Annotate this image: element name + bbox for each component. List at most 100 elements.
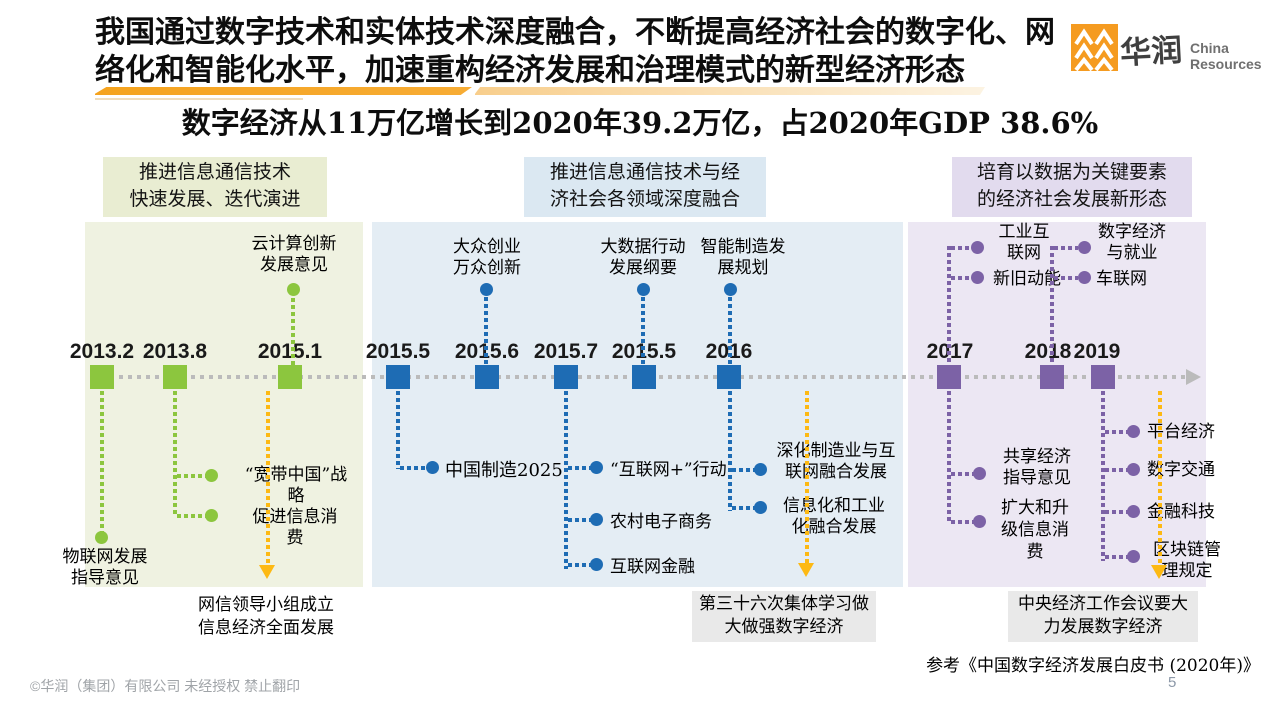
connector-line — [568, 518, 592, 522]
connector-line — [1101, 391, 1105, 561]
callout-expand-info-consumption: 扩大和升 级信息消 费 — [1001, 498, 1069, 562]
connector-line — [951, 472, 975, 476]
node-dot-icon — [973, 515, 986, 528]
node-dot-icon — [1078, 241, 1091, 254]
callout-mass-entrepreneurship: 大众创业 万众创新 — [453, 237, 521, 278]
logo-en-line1: China — [1190, 40, 1229, 56]
logo-en-line2: Resources — [1190, 56, 1262, 72]
node-dot-icon — [754, 501, 767, 514]
timeline-node-2015-6 — [475, 365, 499, 389]
connector-line-orange — [805, 391, 809, 563]
connector-line — [951, 520, 975, 524]
callout-made-in-china-2025: 中国制造2025 — [445, 460, 563, 481]
connector-line — [484, 297, 488, 365]
connector-line — [396, 391, 400, 469]
node-dot-icon — [724, 283, 737, 296]
section-header-ict-development: 推进信息通信技术 快速发展、迭代演进 — [103, 157, 327, 217]
connector-line-orange — [1158, 391, 1162, 563]
date-2018: 2018 — [1024, 340, 1072, 363]
callout-digital-transport: 数字交通 — [1147, 460, 1215, 480]
timeline-node-2015-5b — [632, 365, 656, 389]
node-dot-icon — [754, 463, 767, 476]
connector-line — [947, 246, 951, 365]
connector-line — [1054, 276, 1078, 280]
panel-green — [85, 222, 363, 587]
node-dot-icon — [971, 241, 984, 254]
connector-line — [728, 391, 732, 511]
connector-line — [564, 391, 568, 569]
callout-platform-economy: 平台经济 — [1147, 422, 1215, 442]
node-dot-icon — [1127, 550, 1140, 563]
connector-line — [951, 246, 973, 250]
note-cyberspace-group: 网信领导小组成立 信息经济全面发展 — [198, 595, 334, 638]
copyright-text: ©华润（集团）有限公司 未经授权 禁止翻印 — [30, 678, 301, 694]
arrow-down-icon — [798, 563, 814, 577]
timeline-node-2013-8 — [163, 365, 187, 389]
callout-smart-manufacturing: 智能制造发 展规划 — [700, 237, 786, 278]
node-dot-icon — [1127, 425, 1140, 438]
note-central-economic-conference: 中央经济工作会议要大 力发展数字经济 — [1008, 591, 1198, 642]
callout-cloud-computing: 云计算创新 发展意见 — [251, 234, 337, 275]
callout-rural-ecommerce: 农村电子商务 — [610, 512, 712, 532]
connector-line — [1105, 510, 1129, 514]
connector-line — [947, 391, 951, 524]
node-dot-icon — [971, 271, 984, 284]
connector-line — [1054, 246, 1078, 250]
panel-blue — [372, 222, 903, 587]
node-dot-icon — [1127, 463, 1140, 476]
timeline-arrow-right-icon — [1186, 369, 1201, 385]
timeline-node-2018 — [1040, 365, 1064, 389]
callout-blockchain-regulation: 区块链管 理规定 — [1153, 540, 1221, 581]
connector-line — [291, 298, 295, 365]
title-underline-accent — [95, 87, 472, 95]
callout-broadband-china: “宽带中国”战 略 — [244, 465, 348, 506]
connector-line — [1105, 430, 1129, 434]
callout-industrial-internet: 工业互 联网 — [998, 222, 1050, 263]
connector-line — [951, 276, 973, 280]
node-dot-icon — [590, 461, 603, 474]
reference-text: 参考《中国数字经济发展白皮书 (2020年)》 — [926, 656, 1260, 676]
node-dot-icon — [590, 513, 603, 526]
date-2013-8: 2013.8 — [142, 340, 208, 363]
node-dot-icon — [480, 283, 493, 296]
timeline-node-2019 — [1091, 365, 1115, 389]
callout-internet-plus: “互联网+”行动 — [610, 460, 727, 480]
connector-line — [568, 563, 592, 567]
connector-line — [177, 474, 207, 478]
timeline-node-2015-7 — [554, 365, 578, 389]
node-dot-icon — [205, 469, 218, 482]
logo-zh-text: 华润 — [1119, 32, 1184, 72]
date-2013-2: 2013.2 — [69, 340, 135, 363]
timeline-node-2013-2 — [90, 365, 114, 389]
arrow-down-icon — [1151, 565, 1167, 579]
panel-purple — [908, 222, 1206, 587]
date-2015-7: 2015.7 — [533, 340, 599, 363]
connector-line-orange — [266, 391, 270, 565]
connector-line — [177, 514, 207, 518]
callout-fintech: 金融科技 — [1147, 502, 1215, 522]
callout-bigdata-outline: 大数据行动 发展纲要 — [600, 237, 686, 278]
node-dot-icon — [1078, 271, 1091, 284]
note-collective-study: 第三十六次集体学习做 大做强数字经济 — [692, 591, 876, 642]
node-dot-icon — [973, 467, 986, 480]
connector-line — [732, 468, 756, 472]
connector-line — [641, 297, 645, 365]
slide-title-line1: 我国通过数字技术和实体技术深度融合，不断提高经济社会的数字化、网 — [95, 15, 1055, 50]
slide-title-line2: 络化和智能化水平，加速重构经济发展和治理模式的新型经济形态 — [95, 53, 965, 88]
connector-line — [732, 506, 756, 510]
title-underline-fade — [475, 87, 985, 95]
section-header-ict-integration: 推进信息通信技术与经 济社会各领域深度融合 — [524, 157, 766, 217]
node-dot-icon — [426, 461, 439, 474]
node-dot-icon — [287, 283, 300, 296]
arrow-down-icon — [259, 565, 275, 579]
node-dot-icon — [95, 531, 108, 544]
connector-line — [1050, 246, 1054, 365]
callout-iot-guidance: 物联网发展 指导意见 — [62, 547, 148, 588]
node-dot-icon — [1127, 505, 1140, 518]
callout-internet-of-vehicles: 车联网 — [1096, 269, 1147, 289]
connector-line — [1105, 555, 1129, 559]
timeline-node-2016 — [717, 365, 741, 389]
callout-mfg-internet-fusion: 深化制造业与互 联网融合发展 — [776, 441, 896, 482]
timeline-node-2015-5a — [386, 365, 410, 389]
page-number: 5 — [1168, 674, 1177, 691]
